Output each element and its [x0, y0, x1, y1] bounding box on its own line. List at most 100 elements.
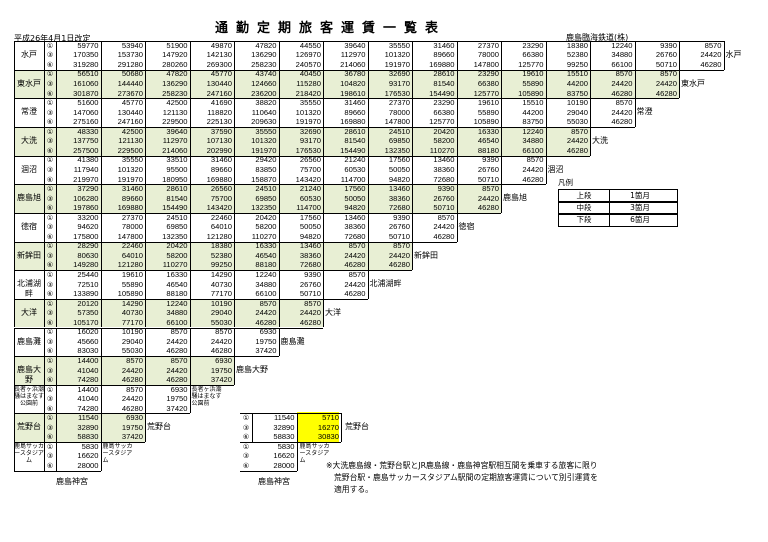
tier-mark: ① — [46, 356, 54, 365]
fare-cell: 236200 — [251, 88, 277, 98]
fare-cell: 104820 — [340, 79, 366, 88]
fare-cell: 41380 — [77, 155, 99, 165]
grid-line — [100, 69, 102, 99]
fare-cell: 50050 — [344, 193, 366, 203]
fare-cell: 40730 — [121, 308, 143, 318]
fare-cell: 31460 — [210, 155, 232, 165]
station-right-label: 涸沼 — [547, 164, 564, 174]
fare-cell: 37420 — [210, 375, 232, 385]
grid-line — [14, 241, 15, 271]
grid-line — [323, 298, 324, 328]
fare-cell: 95500 — [166, 164, 188, 174]
fare-cell: 147800 — [473, 59, 499, 69]
fare-cell: 112970 — [162, 136, 188, 146]
fare-cell: 28290 — [77, 241, 99, 251]
tier-mark: ① — [46, 299, 54, 308]
fare-cell: 69850 — [166, 222, 188, 232]
grid-line — [456, 41, 458, 70]
grid-line — [44, 356, 45, 385]
fare-cell: 89660 — [121, 193, 143, 203]
special-bottom-label: 鹿島神宮 — [258, 476, 290, 486]
grid-line — [100, 384, 102, 414]
grid-line — [590, 69, 591, 99]
fare-cell: 13460 — [433, 155, 455, 165]
fare-cell: 27370 — [388, 98, 410, 108]
fare-cell: 24420 — [700, 50, 722, 60]
station-right-label: 徳宿 — [458, 221, 475, 231]
fare-cell: 50710 — [655, 59, 677, 69]
fare-cell: 72680 — [433, 174, 455, 184]
grid-line — [56, 327, 57, 357]
fare-cell: 46280 — [566, 145, 588, 155]
fare-cell: 8570 — [348, 270, 366, 279]
grid-line — [14, 270, 15, 299]
fare-cell: 28610 — [344, 126, 366, 136]
grid-line — [100, 212, 102, 242]
fare-cell: 16330 — [166, 270, 188, 279]
fare-cell: 44200 — [566, 79, 588, 88]
tier-mark: ③ — [46, 452, 54, 461]
fare-cell: 38360 — [344, 222, 366, 232]
grid-line — [145, 298, 146, 328]
tier-mark: ⑥ — [46, 462, 54, 470]
fare-cell: 15510 — [522, 98, 544, 108]
fare-cell: 24420 — [166, 365, 188, 375]
fare-cell: 8570 — [482, 184, 499, 194]
tier-mark: ⑥ — [46, 89, 54, 98]
grid-line — [234, 212, 235, 242]
grid-line — [44, 413, 45, 443]
fare-cell: 21240 — [344, 155, 366, 165]
fare-cell: 176530 — [295, 145, 321, 155]
grid-line — [44, 384, 45, 414]
grid-line — [100, 98, 102, 127]
grid-line — [278, 126, 280, 156]
fare-cell: 12240 — [255, 270, 277, 279]
tier-mark: ③ — [242, 452, 250, 461]
fare-cell: 9390 — [437, 184, 455, 194]
fare-cell: 12240 — [611, 40, 633, 50]
grid-line — [278, 41, 280, 70]
grid-line — [56, 442, 57, 471]
grid-line — [679, 41, 680, 70]
grid-line — [679, 69, 680, 99]
fare-cell: 27370 — [121, 212, 143, 222]
grid-line — [145, 384, 146, 414]
grid-line — [44, 155, 45, 185]
grid-line — [634, 98, 636, 127]
grid-line — [44, 442, 45, 471]
grid-line — [367, 241, 369, 271]
fare-cell: 99250 — [210, 260, 232, 270]
grid-line — [56, 298, 57, 328]
fare-cell: 46540 — [477, 136, 499, 146]
fare-cell: 28000 — [77, 461, 99, 470]
grid-line — [278, 184, 280, 213]
station-right-label: 荒野台 — [147, 422, 171, 432]
grid-line — [44, 241, 45, 271]
fare-cell: 74280 — [77, 375, 99, 385]
fare-cell: 22460 — [210, 212, 232, 222]
fare-cell: 94820 — [388, 174, 410, 184]
grid-line — [367, 270, 369, 299]
fare-cell: 11540 — [273, 413, 295, 423]
fare-cell: 9390 — [393, 212, 410, 222]
fare-cell: 18380 — [210, 241, 232, 251]
page-title: 通勤定期旅客運賃一覧表 — [215, 21, 447, 36]
fare-cell: 20420 — [166, 241, 188, 251]
grid-line — [100, 41, 102, 70]
station-label: 荒野台 — [17, 422, 41, 432]
fare-cell: 32890 — [77, 422, 99, 432]
tier-mark: ⑥ — [46, 290, 54, 299]
legend-period: 3箇月 — [609, 202, 670, 214]
grid-line — [590, 98, 591, 127]
fare-cell: 46280 — [611, 88, 633, 98]
tier-mark: ③ — [46, 423, 54, 432]
grid-line — [14, 442, 101, 443]
fare-cell: 46280 — [433, 231, 455, 241]
fare-cell: 59770 — [77, 40, 99, 50]
fare-cell: 105890 — [473, 117, 499, 127]
grid-line — [56, 98, 57, 127]
grid-line — [145, 327, 146, 357]
grid-line — [44, 184, 45, 213]
grid-line — [14, 126, 590, 128]
